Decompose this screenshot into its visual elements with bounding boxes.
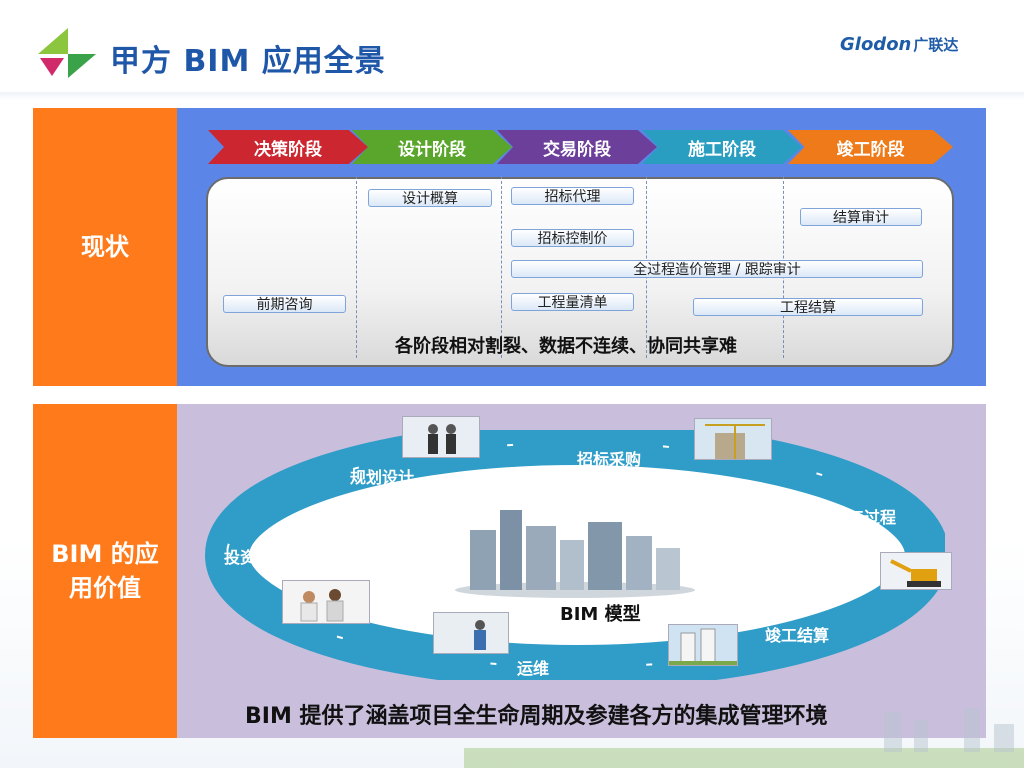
excavator-image	[880, 552, 952, 590]
ring-label-operation: 运维	[517, 659, 550, 678]
tag-full-process: 全过程造价管理 / 跟踪审计	[511, 260, 923, 278]
phase-trading: 交易阶段	[497, 130, 657, 164]
tag-bill-of-quantities: 工程量清单	[511, 293, 634, 311]
residential-buildings-image	[668, 624, 738, 666]
bim-model-caption: BIM 模型	[560, 604, 641, 625]
ring-label-planning: 规划设计	[350, 468, 415, 487]
maintenance-worker-image	[433, 612, 509, 654]
logo-triangle-icon	[38, 28, 96, 78]
phase-label: 施工阶段	[688, 139, 756, 160]
status-summary: 各阶段相对割裂、数据不连续、协同共享难	[395, 336, 737, 357]
phase-completion: 竣工阶段	[788, 130, 953, 164]
phase-divider	[501, 176, 502, 358]
crane-construction-image	[694, 418, 772, 460]
phase-divider	[356, 176, 357, 358]
business-people-image	[402, 416, 480, 458]
status-label: 现状	[33, 108, 199, 386]
bim-model-city-image	[455, 510, 695, 598]
bim-value-label: BIM 的应用价值	[33, 404, 199, 738]
tag-pre-consult: 前期咨询	[223, 295, 346, 313]
tag-tender-control: 招标控制价	[511, 229, 634, 247]
tag-project-settlement: 工程结算	[693, 298, 923, 316]
page-title: 甲方 BIM 应用全景	[110, 44, 386, 79]
ring-label-investment: 投资决策	[224, 548, 289, 567]
phase-decision: 决策阶段	[208, 130, 368, 164]
phase-label: 竣工阶段	[836, 139, 905, 160]
ring-label-completion: 竣工结算	[765, 626, 830, 645]
phase-design: 设计阶段	[352, 130, 512, 164]
brand-name: Glodon	[840, 34, 912, 55]
tag-tender-agent: 招标代理	[511, 187, 634, 205]
bim-summary-text: BIM 提供了涵盖项目全生命周期及参建各方的集成管理环境	[245, 704, 828, 729]
phase-label: 决策阶段	[254, 139, 322, 160]
tag-design-estimate: 设计概算	[368, 189, 492, 207]
ring-label-procurement: 招标采购	[577, 450, 642, 469]
ring-label-construction: 施工过程	[832, 508, 897, 527]
brand-name-cn: 广联达	[913, 36, 959, 54]
phase-construction: 施工阶段	[642, 130, 802, 164]
skyline-decoration	[464, 708, 1024, 768]
tag-settlement-audit: 结算审计	[800, 208, 922, 226]
header-divider	[0, 92, 1024, 100]
phase-label: 交易阶段	[543, 139, 611, 160]
phase-label: 设计阶段	[398, 139, 466, 160]
office-meeting-image	[282, 580, 370, 624]
